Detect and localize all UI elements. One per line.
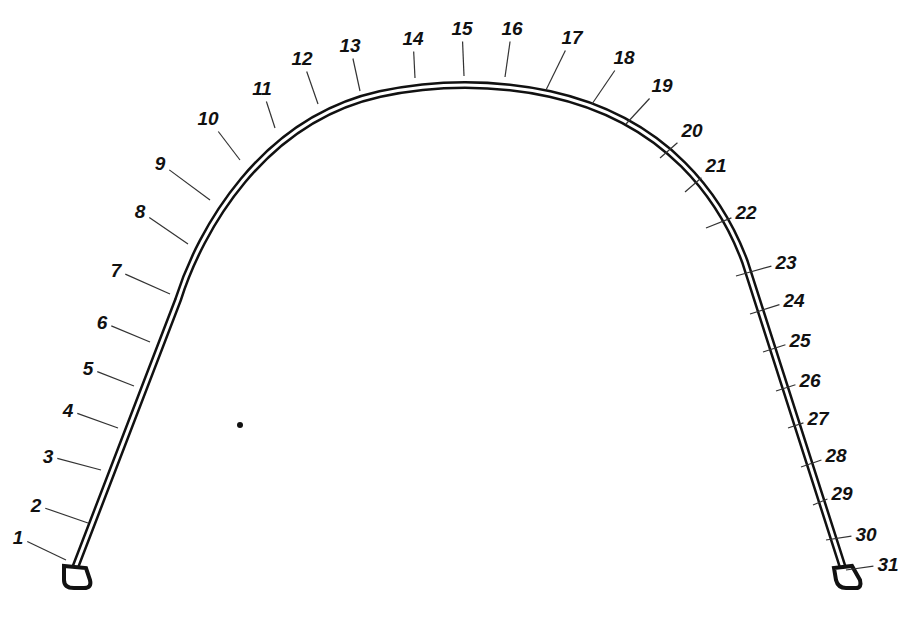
callout-number: 27 [807, 409, 828, 428]
callout-number: 28 [825, 446, 846, 465]
leader-line [218, 132, 240, 161]
wire-core [75, 85, 843, 568]
leader-line [307, 72, 318, 105]
leader-lines [27, 42, 873, 571]
leader-line [592, 71, 615, 105]
callout-number: 21 [705, 156, 726, 175]
callout-number: 16 [501, 19, 522, 38]
callout-number: 13 [339, 36, 360, 55]
callout-number: 10 [197, 109, 218, 128]
callout-number: 18 [613, 48, 634, 67]
leader-line [463, 42, 464, 77]
leader-line [97, 372, 134, 386]
leader-line [813, 499, 827, 505]
callout-number: 5 [83, 359, 94, 378]
leader-line [149, 217, 188, 244]
callout-number: 7 [111, 261, 122, 280]
leader-line [125, 274, 170, 294]
callout-number: 23 [775, 253, 796, 272]
callout-number: 8 [135, 202, 146, 221]
leader-line [706, 218, 731, 228]
end-hook-left [64, 566, 90, 588]
leader-line [788, 423, 803, 428]
leader-line [45, 508, 88, 523]
callout-number: 25 [789, 331, 810, 350]
leader-line [660, 143, 677, 158]
leader-line [505, 42, 510, 78]
leader-line [414, 52, 415, 79]
callout-number: 14 [402, 29, 423, 48]
leader-line [111, 326, 150, 342]
callout-number: 19 [651, 76, 672, 95]
callout-number: 31 [877, 555, 898, 574]
leader-line [750, 305, 779, 314]
callout-number: 11 [252, 79, 272, 98]
leader-line [57, 458, 101, 470]
callout-number: 22 [735, 203, 756, 222]
callout-number: 30 [855, 525, 876, 544]
callout-number: 6 [97, 313, 108, 332]
leader-line [763, 345, 785, 352]
callout-number: 1 [13, 528, 24, 547]
leader-line [77, 413, 118, 428]
callout-number: 2 [31, 496, 42, 515]
callout-number: 3 [43, 447, 54, 466]
callout-number: 24 [783, 291, 804, 310]
leader-line [169, 170, 210, 200]
leader-line [826, 536, 851, 540]
leader-line [736, 266, 771, 276]
leader-line [776, 385, 795, 391]
leader-line [27, 541, 66, 560]
callout-number: 9 [155, 154, 166, 173]
callout-number: 20 [681, 121, 702, 140]
callout-number: 17 [561, 28, 582, 47]
wire-outline [75, 85, 843, 568]
leader-line [353, 59, 360, 92]
callout-number: 4 [63, 401, 74, 420]
leader-line [546, 51, 565, 91]
callout-number: 26 [799, 371, 820, 390]
callout-number: 12 [291, 49, 312, 68]
callout-number: 29 [831, 484, 852, 503]
arch-wire [75, 85, 843, 568]
leader-line [801, 460, 821, 467]
leader-line [685, 178, 701, 192]
leader-line [626, 99, 650, 125]
callout-number: 15 [451, 19, 472, 38]
leader-line [266, 102, 275, 129]
leader-line [846, 566, 873, 570]
stray-dot [237, 422, 243, 428]
